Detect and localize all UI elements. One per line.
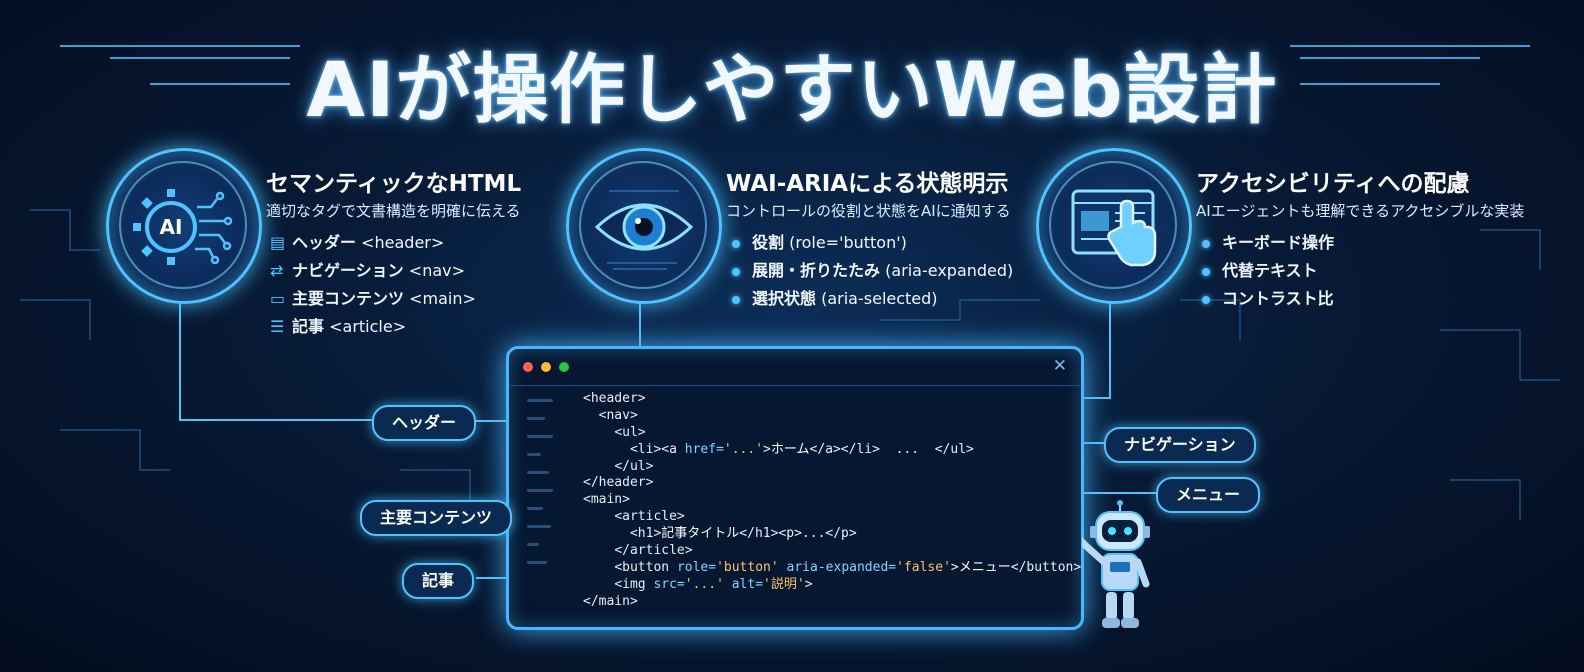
code-token: <img [614, 576, 654, 592]
close-icon: ✕ [1052, 356, 1067, 376]
code-line: </article> [583, 543, 1081, 560]
code-line: </header> [583, 475, 1081, 492]
list-item: 役割 (role='button') [732, 229, 1013, 257]
code-token: 記事タイトル [661, 526, 740, 542]
code-token: </ul> [614, 458, 654, 474]
line-gutter [527, 399, 557, 579]
code-line: <nav> [583, 408, 1081, 425]
code-token: '説明' [763, 576, 805, 592]
header-icon: ▤ [270, 233, 286, 252]
article-label: 記事 [402, 563, 475, 599]
aria-feature-list: 役割 (role='button') 展開・折りたたみ (aria-expand… [732, 229, 1013, 313]
menu-label: メニュー [1156, 477, 1261, 513]
accessibility-list: キーボード操作 代替テキスト コントラスト比 [1202, 229, 1334, 313]
eye-icon [566, 148, 722, 304]
code-line: <header> [583, 391, 1081, 408]
code-line: <article> [583, 509, 1081, 526]
navigation-icon: ⇄ [270, 261, 284, 280]
code-token: 'button' [716, 559, 779, 575]
code-token: <nav> [598, 407, 638, 423]
list-item: 選択状態 (aria-selected) [732, 285, 1013, 313]
section-title: WAI-ARIAによる状態明示 [726, 171, 1009, 197]
code-token: > [763, 441, 771, 457]
list-item: ▭主要コンテンツ <main> [270, 285, 476, 313]
code-token: <li><a [629, 441, 685, 457]
code-token: </header> [583, 475, 654, 491]
document-icon: ☰ [270, 317, 285, 336]
pointer-hand-browser-icon [1036, 148, 1192, 304]
code-token: <header> [583, 391, 646, 406]
code-token: </h1><p>...</p> [739, 526, 857, 542]
list-item: キーボード操作 [1202, 229, 1334, 257]
section-title: セマンティックなHTML [266, 171, 522, 197]
code-token: href= [684, 441, 724, 457]
code-line: <img src='...' alt='説明'> [583, 577, 1081, 594]
code-token: </article> [614, 543, 693, 559]
code-token: > [804, 576, 813, 592]
code-token: <main> [583, 492, 630, 508]
code-token: '...' [723, 441, 764, 457]
section-subtitle: コントロールの役割と状態をAIに通知する [726, 202, 1011, 220]
code-token: src= [653, 576, 685, 592]
list-item: コントラスト比 [1202, 285, 1334, 313]
list-item: 代替テキスト [1202, 257, 1334, 285]
minimize-dot [541, 362, 551, 372]
code-token: <article> [614, 509, 685, 525]
code-token: <h1> [629, 526, 662, 542]
code-block: <header> <nav> <ul> <li><a href='...'>ホー… [583, 391, 1081, 611]
section-subtitle: 適切なタグで文書構造を明確に伝える [266, 202, 521, 220]
code-line: <button role='button' aria-expanded='fal… [583, 560, 1081, 577]
code-token: alt= [723, 576, 764, 592]
list-item: 展開・折りたたみ (aria-expanded) [732, 257, 1013, 285]
list-item: ☰記事 <article> [270, 313, 476, 341]
code-editor-window: ✕ <header> <nav> <ul> <li><a href='...'>… [506, 346, 1084, 630]
code-token: </button> [1010, 559, 1082, 575]
code-token: role= [676, 559, 717, 575]
code-token: > [950, 559, 959, 575]
code-token: <button [614, 559, 677, 575]
code-token: '...' [684, 576, 724, 592]
code-line: </ul> [583, 459, 1081, 476]
robot-icon [1082, 500, 1150, 628]
section-title: アクセシビリティへの配慮 [1196, 171, 1470, 197]
ai-gear-circuit-icon: AI [106, 148, 262, 304]
list-item: ⇄ナビゲーション <nav> [270, 257, 476, 285]
code-token: メニュー [958, 559, 1011, 575]
code-line: <h1>記事タイトル</h1><p>...</p> [583, 526, 1081, 543]
code-line: </main> [583, 594, 1081, 611]
semantic-tag-list: ▤ヘッダー <header> ⇄ナビゲーション <nav> ▭主要コンテンツ <… [270, 229, 476, 341]
list-item: ▤ヘッダー <header> [270, 229, 476, 257]
close-dot [523, 362, 533, 372]
code-token: </main> [583, 593, 638, 609]
page-title: AIが操作しやすいWeb設計 [306, 45, 1278, 134]
main-content-label: 主要コンテンツ [360, 500, 513, 536]
navigation-label: ナビゲーション [1104, 427, 1256, 463]
section-subtitle: AIエージェントも理解できるアクセシブルな実装 [1196, 202, 1525, 220]
code-line: <li><a href='...'>ホーム</a></li> ... </ul> [583, 442, 1081, 459]
window-titlebar: ✕ [509, 349, 1081, 386]
code-token: ホーム [770, 441, 810, 457]
code-token: <ul> [614, 424, 646, 440]
code-token: 'false' [896, 559, 951, 575]
code-line: <main> [583, 492, 1081, 509]
code-token: </a></li> ... </ul> [809, 441, 974, 457]
main-window-icon: ▭ [270, 289, 286, 308]
code-token: aria-expanded= [778, 559, 897, 575]
code-line: <ul> [583, 425, 1081, 442]
maximize-dot [559, 362, 569, 372]
header-label: ヘッダー [372, 405, 477, 441]
svg-text:AI: AI [160, 215, 183, 239]
